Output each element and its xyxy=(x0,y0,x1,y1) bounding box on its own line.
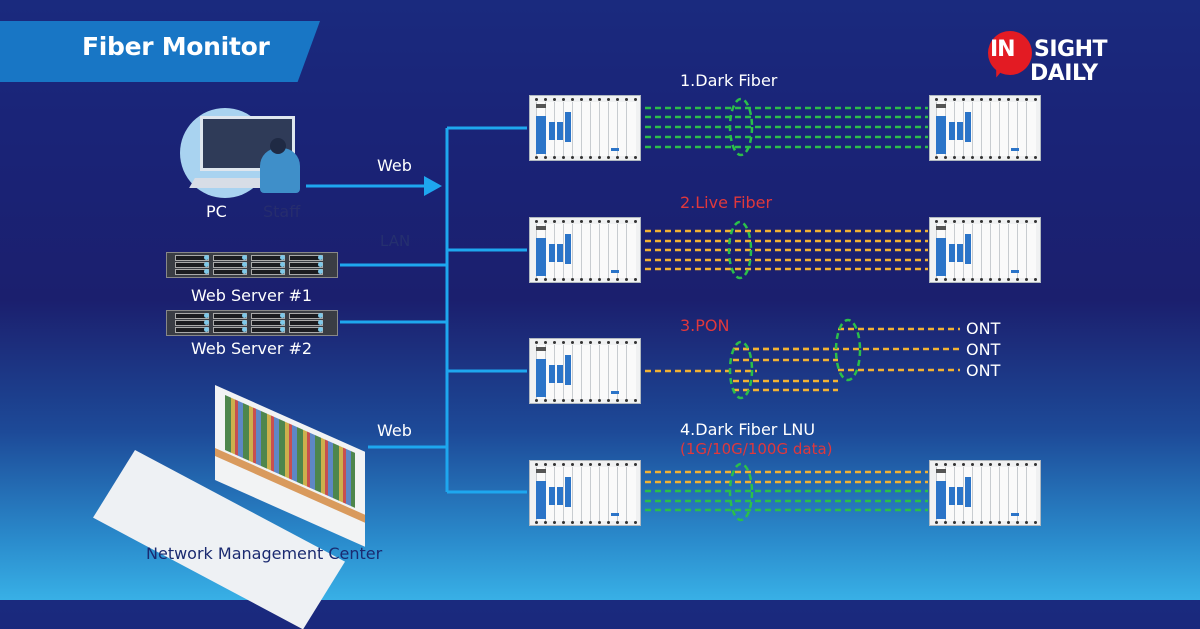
ont-label-1: ONT xyxy=(966,319,1001,338)
connection-lines xyxy=(306,97,960,522)
web-server-1-icon xyxy=(166,252,338,278)
logo-text-daily: DAILY xyxy=(1030,61,1098,86)
fiber-bundle-marker-4 xyxy=(728,462,754,522)
web-link-label-top: Web xyxy=(377,156,412,175)
ont-label-2: ONT xyxy=(966,340,1001,359)
monitor-icon xyxy=(200,116,295,171)
web-link-label-bottom: Web xyxy=(377,421,412,440)
olt-rack-4-icon xyxy=(529,460,641,526)
pc-staff-illustration xyxy=(180,98,310,198)
logo-text-in: IN xyxy=(990,37,1016,62)
logo-text-sight: SIGHT xyxy=(1034,37,1108,62)
fiber-bundle-marker-2 xyxy=(727,220,753,280)
scenario-3-label: 3.PON xyxy=(680,316,730,335)
web-server-2-label: Web Server #2 xyxy=(191,339,313,358)
fiber-bundle-marker-1 xyxy=(728,97,754,157)
staff-head xyxy=(270,138,286,154)
scenario-4-sublabel: (1G/10G/100G data) xyxy=(680,440,833,458)
ont-label-3: ONT xyxy=(966,361,1001,380)
scenario-4-label: 4.Dark Fiber LNU xyxy=(680,420,816,439)
olt-rack-2-icon xyxy=(529,217,641,283)
remote-rack-1-icon xyxy=(929,95,1041,161)
pon-splitter-marker-2 xyxy=(834,318,862,382)
title-banner xyxy=(0,21,320,82)
page-title: Fiber Monitor xyxy=(82,32,270,61)
staff-figure xyxy=(260,148,300,193)
olt-rack-1-icon xyxy=(529,95,641,161)
web-server-1-label: Web Server #1 xyxy=(191,286,313,305)
lan-label: LAN xyxy=(380,232,411,250)
nmc-label: Network Management Center xyxy=(146,544,383,563)
remote-rack-4-icon xyxy=(929,460,1041,526)
web-server-2-icon xyxy=(166,310,338,336)
nmc-illustration xyxy=(93,380,365,629)
pc-label: PC xyxy=(206,202,227,221)
scenario-2-label: 2.Live Fiber xyxy=(680,193,773,212)
logo-bubble xyxy=(988,31,1032,75)
pon-splitter-marker-1 xyxy=(728,340,754,400)
staff-label: Staff xyxy=(263,202,301,221)
olt-rack-3-icon xyxy=(529,338,641,404)
scenario-1-label: 1.Dark Fiber xyxy=(680,71,778,90)
web-arrow-head xyxy=(424,176,442,196)
remote-rack-2-icon xyxy=(929,217,1041,283)
